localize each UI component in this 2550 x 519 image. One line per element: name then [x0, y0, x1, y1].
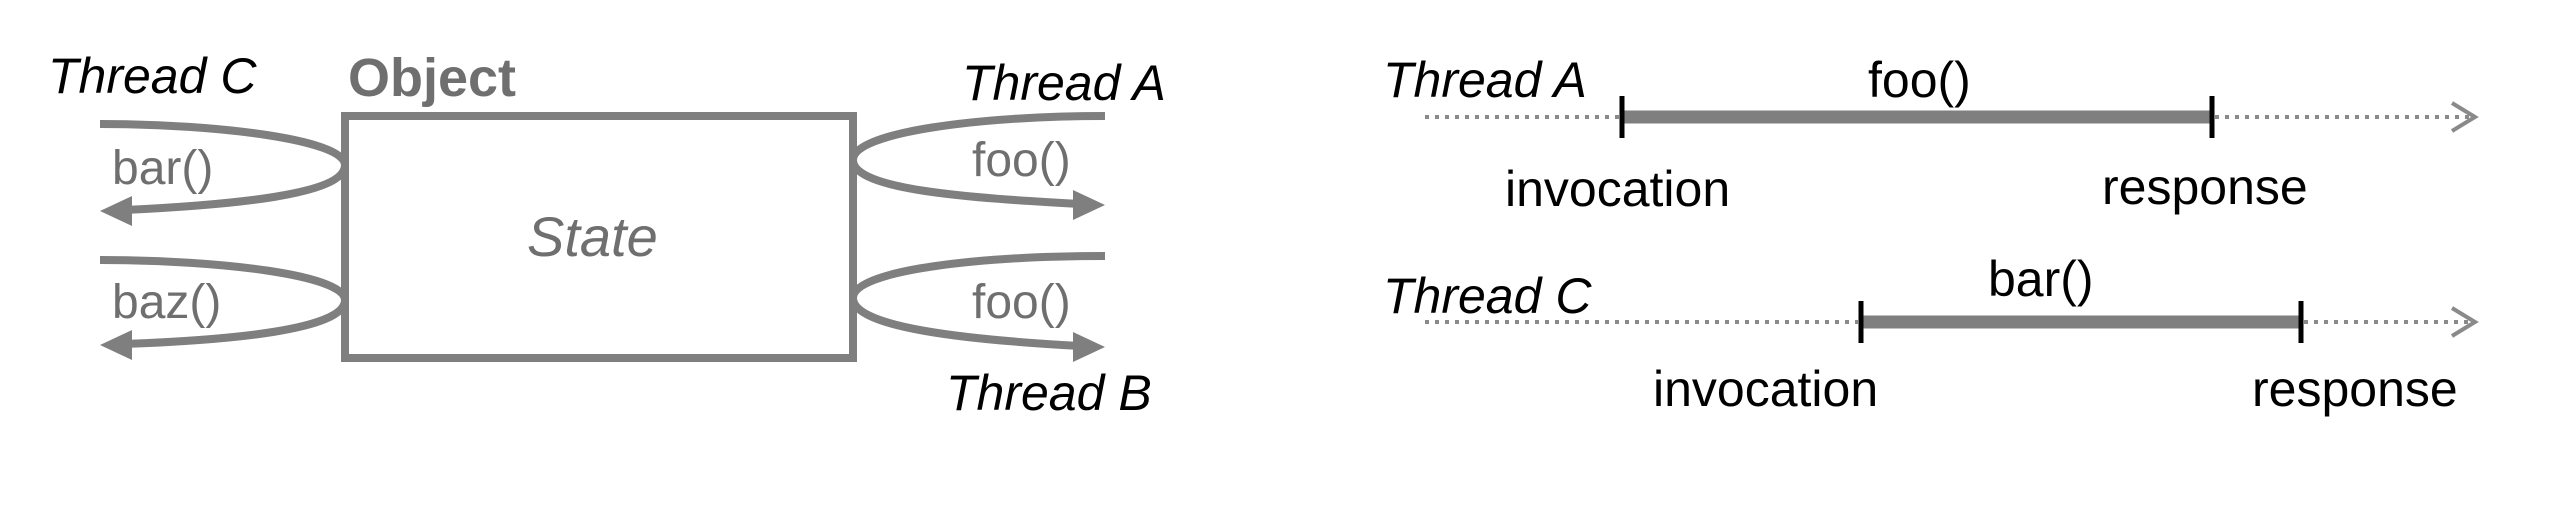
thread-c-response-label: response	[2252, 361, 2458, 417]
thread-b-label-left: Thread B	[946, 365, 1152, 421]
foo-b-return-arrowhead	[1073, 332, 1105, 362]
object-label: Object	[348, 48, 516, 108]
thread-c-bar-incoming-line	[99, 120, 349, 167]
timeline-row-thread-a: Thread A foo() invocation response	[1383, 52, 2479, 217]
foo-method-label: foo()	[1868, 52, 1971, 108]
object-box	[341, 112, 857, 362]
thread-c-invocation-label: invocation	[1653, 361, 1878, 417]
thread-b-foo-return-line	[849, 297, 1081, 350]
timeline-row-thread-c: Thread C bar() invocation response	[1383, 251, 2479, 417]
thread-a-label-left: Thread A	[962, 55, 1166, 111]
thread-c-label-left: Thread C	[48, 48, 257, 104]
foo-b-call-label: foo()	[972, 276, 1071, 329]
object-diagram: Object State Thread C Thread A Thread B …	[48, 48, 1166, 421]
state-label: State	[527, 205, 658, 268]
foo-a-call-label: foo()	[972, 134, 1071, 187]
thread-a-label-right: Thread A	[1383, 52, 1587, 108]
thread-a-foo-return-line	[849, 159, 1081, 208]
timeline-diagram: Thread A foo() invocation response Threa…	[1383, 52, 2479, 417]
foo-a-return-arrowhead	[1073, 190, 1105, 220]
baz-call-label: baz()	[112, 276, 221, 329]
thread-a-foo-incoming-line	[849, 112, 1106, 161]
thread-c-baz-return-line	[124, 299, 349, 348]
thread-a-time-arrowhead	[2450, 101, 2479, 133]
thread-c-label-right: Thread C	[1383, 268, 1592, 324]
thread-c-bar-return-line	[124, 164, 349, 214]
thread-c-time-arrowhead	[2450, 306, 2479, 338]
thread-c-baz-incoming-line	[99, 256, 349, 302]
bar-return-arrowhead	[100, 196, 132, 226]
thread-b-foo-incoming-line	[849, 252, 1106, 299]
bar-method-label: bar()	[1988, 251, 2094, 307]
bar-call-label: bar()	[112, 142, 213, 195]
thread-a-invocation-label: invocation	[1505, 161, 1730, 217]
baz-return-arrowhead	[100, 330, 132, 360]
thread-a-response-label: response	[2102, 159, 2308, 215]
